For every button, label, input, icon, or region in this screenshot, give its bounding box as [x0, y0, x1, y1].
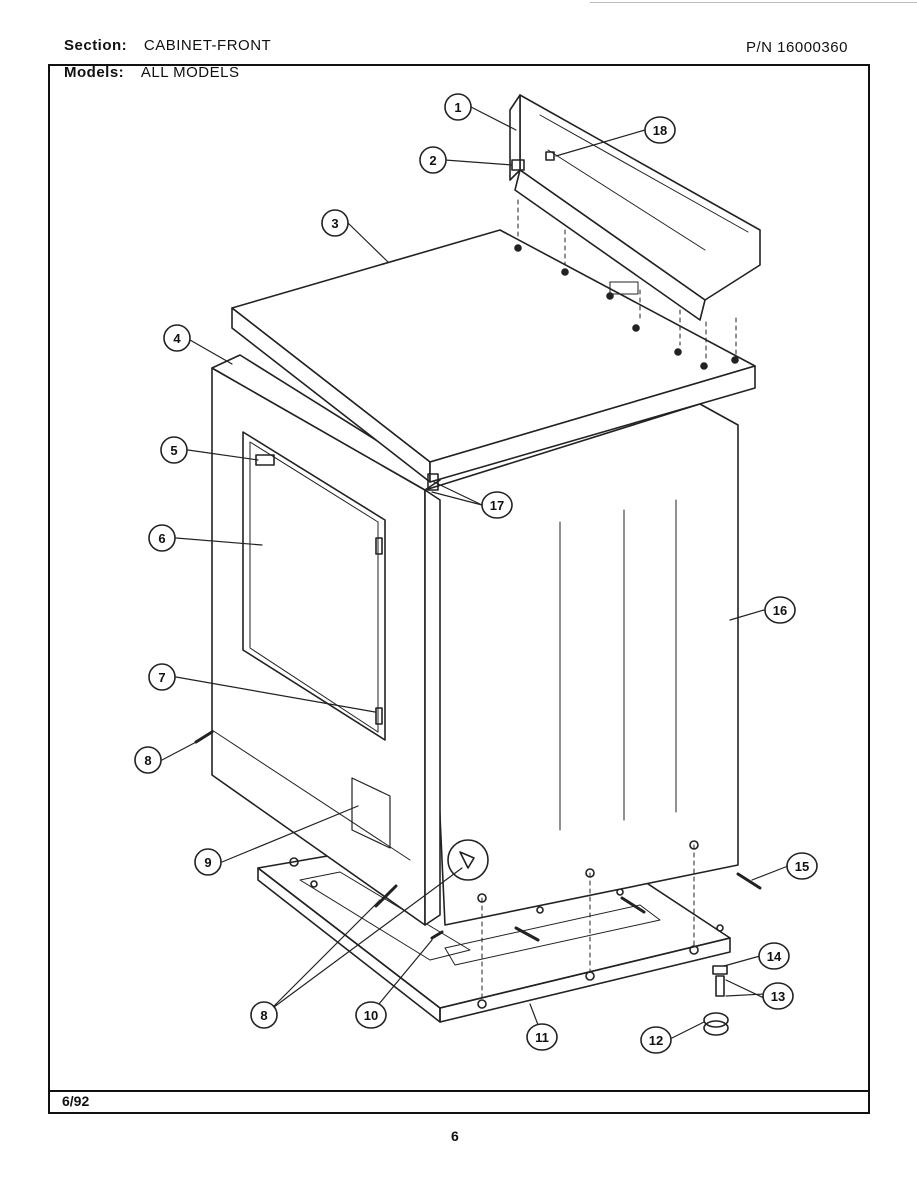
section-value: CABINET-FRONT: [143, 37, 272, 54]
svg-text:7: 7: [158, 670, 165, 685]
small-parts: [194, 151, 762, 1036]
callout-17: 17: [481, 491, 513, 519]
leveling-nut-14: [712, 965, 728, 975]
screw-18: [545, 151, 555, 161]
diagram-frame: [48, 64, 870, 1114]
svg-text:13: 13: [771, 989, 785, 1004]
leveling-leg-13: [715, 975, 725, 997]
svg-text:3: 3: [331, 216, 338, 231]
callout-8a: 8: [134, 746, 162, 774]
callout-6: 6: [148, 524, 176, 552]
top-panel: [231, 229, 756, 483]
svg-text:14: 14: [767, 949, 782, 964]
screw-10: [430, 930, 444, 940]
svg-text:1: 1: [454, 100, 461, 115]
page-number: 6: [451, 1128, 459, 1144]
hinge-upper: [375, 537, 383, 555]
svg-text:4: 4: [173, 331, 181, 346]
models-heading: Models: ALL MODELS: [64, 64, 240, 81]
svg-text:11: 11: [535, 1030, 549, 1045]
fastener-guides: [481, 199, 737, 1001]
svg-text:8: 8: [260, 1008, 267, 1023]
svg-text:16: 16: [773, 603, 787, 618]
access-panel: [351, 777, 391, 849]
side-panel: [424, 403, 739, 926]
top-edge-line: [590, 2, 917, 3]
callout-1: 1: [444, 93, 472, 121]
callout-4: 4: [163, 324, 191, 352]
callout-7: 7: [148, 663, 176, 691]
callout-3: 3: [321, 209, 349, 237]
callout-11: 11: [526, 1023, 558, 1051]
section-heading: Section: CABINET-FRONT: [64, 37, 271, 54]
svg-text:9: 9: [204, 855, 211, 870]
revision-date: 6/92: [62, 1093, 90, 1109]
callout-15: 15: [786, 852, 818, 880]
hinge-lower: [375, 707, 383, 725]
callouts: 1 2 18 3 4 5 6 7 8 9 8 10 11 12 13 14 15…: [134, 93, 818, 1054]
footer-divider: [48, 1090, 870, 1092]
callout-9: 9: [194, 848, 222, 876]
svg-text:10: 10: [364, 1008, 378, 1023]
part-number: P/N 16000360: [746, 39, 848, 56]
callout-16: 16: [764, 596, 796, 624]
callout-13: 13: [762, 982, 794, 1010]
callout-8b: 8: [250, 1001, 278, 1029]
svg-text:17: 17: [490, 498, 504, 513]
control-panel: [509, 94, 761, 321]
hose-fitting: [447, 839, 489, 881]
models-label: Models:: [64, 64, 125, 81]
hinge-17: [427, 473, 439, 491]
callout-10: 10: [355, 1001, 387, 1029]
svg-text:2: 2: [429, 153, 436, 168]
door: [242, 431, 386, 741]
callout-12: 12: [640, 1026, 672, 1054]
svg-text:12: 12: [649, 1033, 663, 1048]
callout-5: 5: [160, 436, 188, 464]
callout-14: 14: [758, 942, 790, 970]
svg-text:15: 15: [795, 859, 809, 874]
foot-cap-12: [703, 1012, 729, 1028]
svg-text:6: 6: [158, 531, 165, 546]
svg-text:18: 18: [653, 123, 667, 138]
svg-text:8: 8: [144, 753, 151, 768]
screw-8b: [374, 884, 398, 908]
svg-text:5: 5: [170, 443, 177, 458]
callout-18: 18: [644, 116, 676, 144]
models-value: ALL MODELS: [140, 64, 240, 81]
callout-2: 2: [419, 146, 447, 174]
section-label: Section:: [64, 37, 128, 54]
